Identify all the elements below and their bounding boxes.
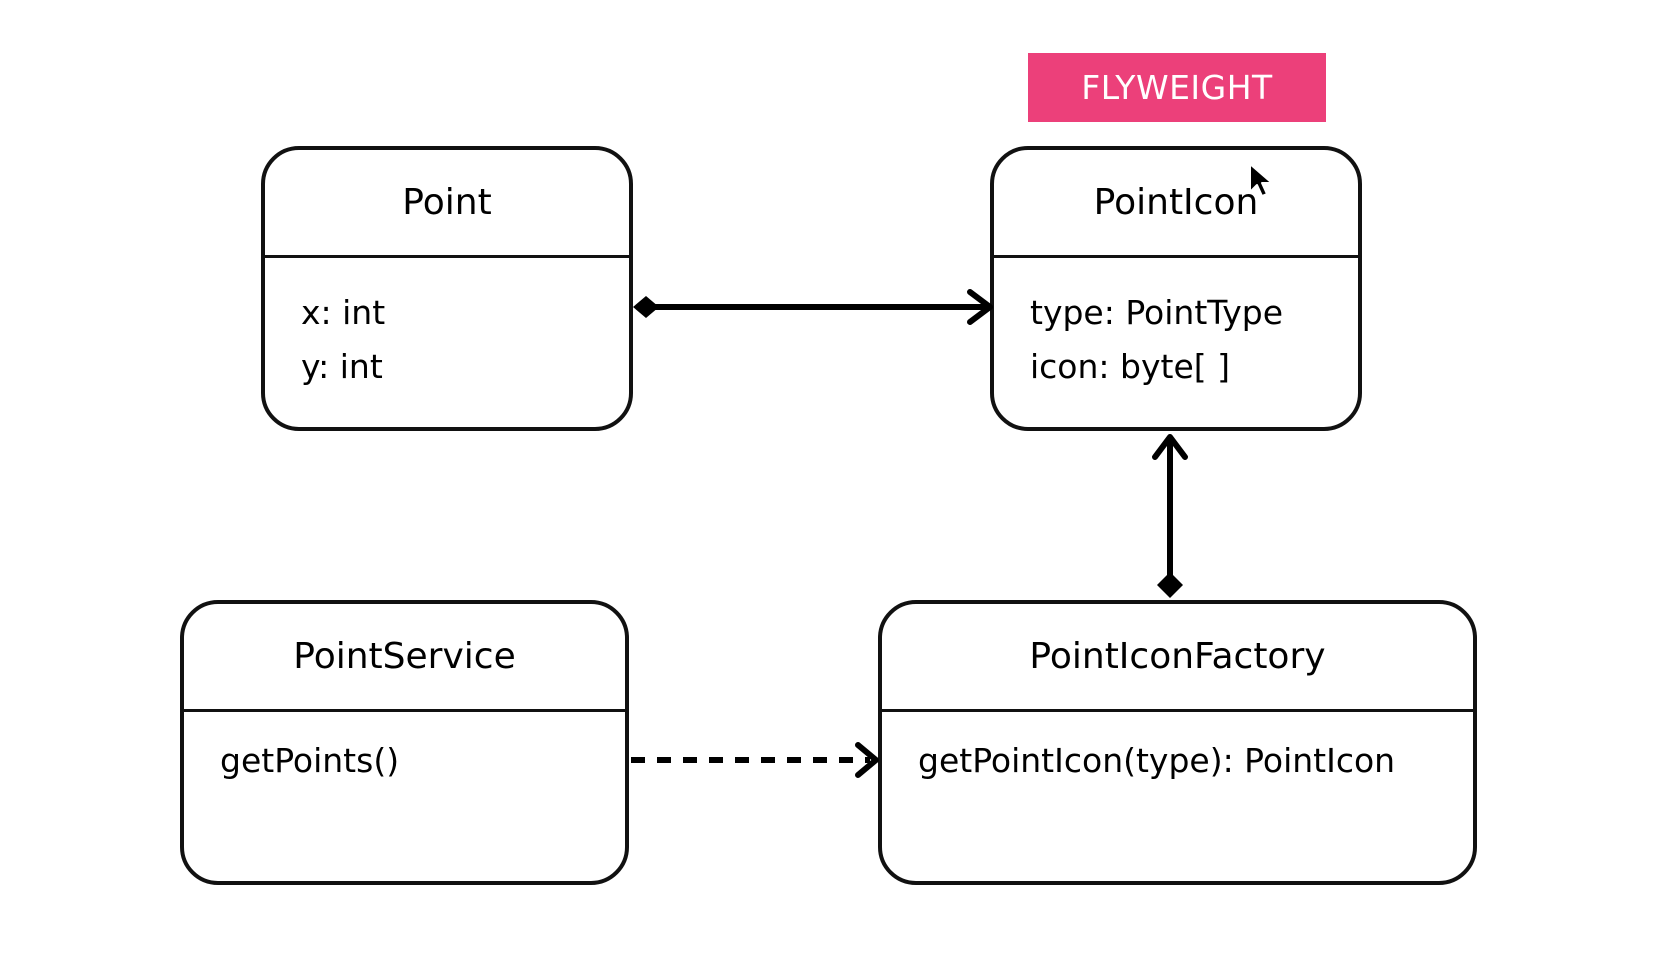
service-to-factory-connector: [631, 742, 879, 778]
member-getpointicon: getPointIcon(type): PointIcon: [918, 741, 1396, 780]
class-name-pointservice: PointService: [184, 604, 625, 712]
point-to-pointicon-connector: [633, 289, 993, 325]
member-x: x: int: [301, 293, 386, 332]
class-members-pointicon: type: PointType icon: byte[ ]: [994, 258, 1358, 394]
class-name-point: Point: [265, 150, 629, 258]
factory-to-pointicon-connector: [1152, 434, 1188, 598]
mouse-cursor-icon: [1249, 163, 1273, 197]
member-icon: icon: byte[ ]: [1030, 347, 1230, 386]
composition-diamond-icon: [633, 296, 659, 318]
class-box-pointservice: PointService getPoints(): [180, 600, 629, 885]
class-box-point: Point x: int y: int: [261, 146, 633, 431]
class-members-point: x: int y: int: [265, 258, 629, 394]
class-members-pointiconfactory: getPointIcon(type): PointIcon: [882, 712, 1473, 788]
member-getpoints: getPoints(): [220, 741, 400, 780]
class-name-pointicon: PointIcon: [994, 150, 1358, 258]
member-type: type: PointType: [1030, 293, 1284, 332]
class-name-pointiconfactory: PointIconFactory: [882, 604, 1473, 712]
arrowhead-icon: [855, 742, 879, 778]
composition-diamond-icon: [1157, 572, 1183, 598]
arrowhead-icon: [1152, 434, 1188, 460]
arrowhead-icon: [967, 289, 993, 325]
class-members-pointservice: getPoints(): [184, 712, 625, 788]
class-box-pointicon: PointIcon type: PointType icon: byte[ ]: [990, 146, 1362, 431]
member-y: y: int: [301, 347, 383, 386]
flyweight-badge: FLYWEIGHT: [1028, 53, 1326, 122]
class-box-pointiconfactory: PointIconFactory getPointIcon(type): Poi…: [878, 600, 1477, 885]
